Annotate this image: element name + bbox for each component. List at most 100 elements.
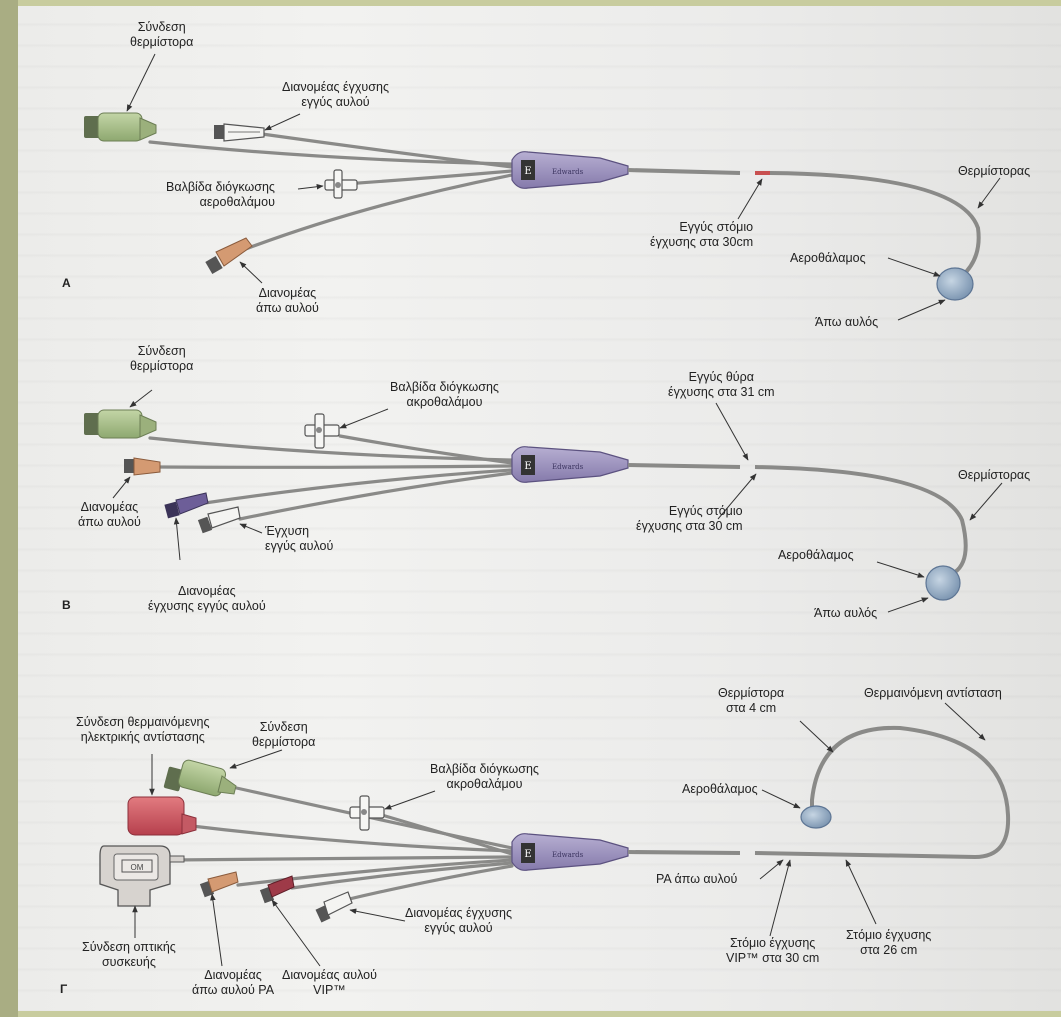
label-line: άπω αυλού — [78, 515, 141, 530]
label-vip-hub-c: Διανομέας αυλού VIP™ — [282, 968, 377, 998]
catheter-distal-c — [755, 728, 1008, 857]
label-thermistor-4cm-c: Θερμίστορα στα 4 cm — [718, 686, 784, 716]
label-line: εγγύς αυλού — [282, 95, 389, 110]
thermistor-connector-a — [84, 113, 156, 141]
label-line: Διανομέας — [78, 500, 141, 515]
label-line: αεροθαλάμου — [166, 195, 275, 210]
label-balloon-c: Αεροθάλαμος — [682, 782, 758, 797]
label-distal-hub-b: Διανομέας άπω αυλού — [78, 500, 141, 530]
proximal-infusion-hub-b — [164, 493, 208, 518]
label-distal-hub-a: Διανομέας άπω αυλού — [256, 286, 319, 316]
proximal-hub-c — [316, 892, 352, 922]
label-line: Διανομέας έγχυσης — [282, 80, 389, 95]
label-thermistor-b: Θερμίστορας — [958, 468, 1030, 483]
thermistor-connector-c — [163, 759, 236, 797]
label-line: Σύνδεση — [130, 344, 193, 359]
label-line: εγγύς αυλού — [265, 539, 333, 554]
catheter-body-a: E Edwards — [512, 152, 628, 189]
label-balloon-valve-a: Βαλβίδα διόγκωσης αεροθαλάμου — [166, 180, 275, 210]
label-line: θερμίστορα — [130, 35, 193, 50]
label-line: Στόμιο έγχυσης — [846, 928, 931, 943]
label-line: ακροθαλάμου — [430, 777, 539, 792]
label-distal-lumen-a: Άπω αυλός — [815, 315, 878, 330]
label-line: Διανομέας — [148, 584, 266, 599]
optical-connector-c: OM — [100, 846, 184, 906]
panel-b-tubes — [150, 436, 512, 519]
proximal-hub-a — [214, 124, 264, 141]
leaders-b — [113, 390, 1002, 612]
label-pa-distal-c: PA άπω αυλού — [656, 872, 737, 887]
label-infusion-proximal-b: Έγχυση εγγύς αυλού — [265, 524, 333, 554]
label-line: Σύνδεση οπτικής — [82, 940, 176, 955]
label-proximal-hub-a: Διανομέας έγχυσης εγγύς αυλού — [282, 80, 389, 110]
label-proximal-infusion-hub-b: Διανομέας έγχυσης εγγύς αυλού — [148, 584, 266, 614]
label-line: εγγύς αυλού — [405, 921, 512, 936]
balloon-valve-a — [325, 170, 357, 198]
label-balloon-a: Αεροθάλαμος — [790, 251, 866, 266]
label-vip-port-c: Στόμιο έγχυσης VIP™ στα 30 cm — [726, 936, 819, 966]
label-port-26-c: Στόμιο έγχυσης στα 26 cm — [846, 928, 931, 958]
label-thermistor-connector-c: Σύνδεση θερμίστορα — [252, 720, 315, 750]
infusion-proximal-hub-b — [198, 507, 240, 533]
optical-tag: OM — [131, 863, 144, 872]
panel-c-catheter: OM E Edwards — [100, 703, 1008, 966]
label-line: Έγχυση — [265, 524, 333, 539]
label-thermistor-connector-b: Σύνδεση θερμίστορα — [130, 344, 193, 374]
label-line: άπω αυλού PA — [192, 983, 274, 998]
panel-b-catheter: E Edwards — [84, 390, 1002, 612]
brand-c: Edwards — [552, 851, 584, 859]
label-proximal-hub-c: Διανομέας έγχυσης εγγύς αυλού — [405, 906, 512, 936]
svg-text:E: E — [524, 461, 531, 472]
catheter-body-c: E Edwards — [512, 834, 628, 871]
label-line: έγχυσης εγγύς αυλού — [148, 599, 266, 614]
label-balloon-valve-b: Βαλβίδα διόγκωσης ακροθαλάμου — [390, 380, 499, 410]
label-line: Εγγύς θύρα — [668, 370, 775, 385]
label-proximal-door-b: Εγγύς θύρα έγχυσης στα 31 cm — [668, 370, 775, 400]
label-line: VIP™ — [282, 983, 377, 998]
balloon-valve-c — [350, 796, 384, 830]
label-optical-connector-c: Σύνδεση οπτικής συσκευής — [82, 940, 176, 970]
label-heated-resistance-connector-c: Σύνδεση θερμαινόμενης ηλεκτρικής αντίστα… — [76, 715, 210, 745]
label-line: Σύνδεση θερμαινόμενης — [76, 715, 210, 730]
label-line: στα 26 cm — [846, 943, 931, 958]
label-line: Στόμιο έγχυσης — [726, 936, 819, 951]
label-line: έγχυσης στα 31 cm — [668, 385, 775, 400]
label-line: στα 4 cm — [718, 701, 784, 716]
brand-b: Edwards — [552, 463, 584, 471]
label-line: Σύνδεση — [252, 720, 315, 735]
distal-hub-b — [124, 458, 160, 475]
distal-pa-hub-c — [200, 872, 238, 897]
panel-label-c: Γ — [60, 982, 67, 996]
balloon-valve-b — [305, 414, 339, 448]
catheter-body-b: E Edwards — [512, 447, 628, 483]
label-line: Σύνδεση — [130, 20, 193, 35]
thermistor-connector-b — [84, 410, 156, 438]
balloon-a — [937, 268, 973, 300]
label-line: συσκευής — [82, 955, 176, 970]
catheter-shaft-c — [628, 852, 740, 853]
label-line: Εγγύς στόμιο — [650, 220, 753, 235]
label-proximal-port-a: Εγγύς στόμιο έγχυσης στα 30cm — [650, 220, 753, 250]
panel-label-b: B — [62, 598, 71, 612]
label-thermistor-a: Θερμίστορας — [958, 164, 1030, 179]
label-line: Διανομέας έγχυσης — [405, 906, 512, 921]
label-line: θερμίστορα — [252, 735, 315, 750]
label-proximal-port-b: Εγγύς στόμιο έγχυσης στα 30 cm — [636, 504, 743, 534]
label-distal-pa-hub-c: Διανομέας άπω αυλού PA — [192, 968, 274, 998]
label-thermistor-connector-a: Σύνδεση θερμίστορα — [130, 20, 193, 50]
label-line: Βαλβίδα διόγκωσης — [390, 380, 499, 395]
svg-text:E: E — [524, 166, 531, 177]
svg-text:E: E — [524, 849, 531, 860]
label-line: VIP™ στα 30 cm — [726, 951, 819, 966]
balloon-c — [801, 806, 831, 828]
label-line: θερμίστορα — [130, 359, 193, 374]
panel-label-a: A — [62, 276, 71, 290]
label-line: Διανομέας — [256, 286, 319, 301]
distal-hub-a — [205, 238, 252, 274]
label-line: ακροθαλάμου — [390, 395, 499, 410]
catheter-shaft-b — [628, 465, 740, 467]
label-line: ηλεκτρικής αντίστασης — [76, 730, 210, 745]
label-balloon-b: Αεροθάλαμος — [778, 548, 854, 563]
balloon-b — [926, 566, 960, 600]
